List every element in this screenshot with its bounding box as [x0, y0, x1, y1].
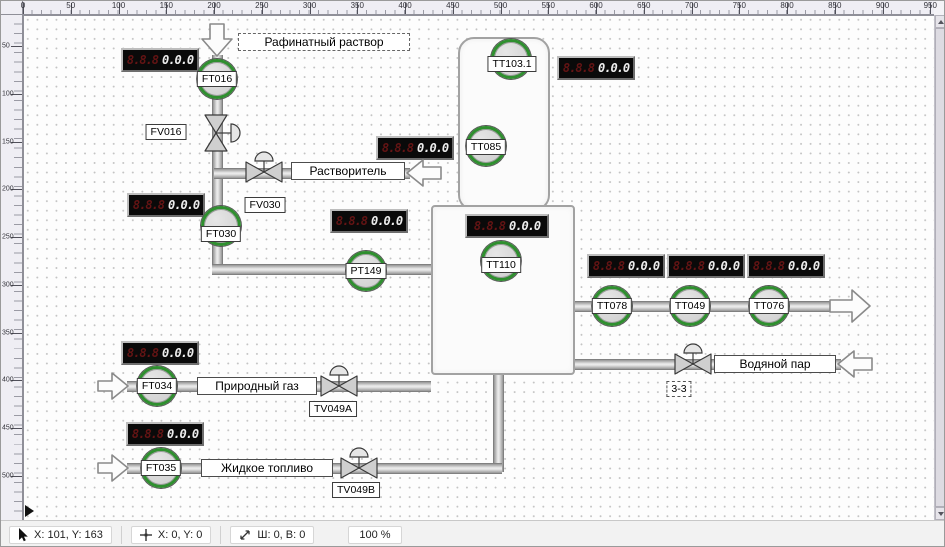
- label-solvent[interactable]: Растворитель: [291, 162, 405, 180]
- resize-icon: [240, 529, 251, 540]
- display-value: 0.0.0: [598, 61, 630, 75]
- tag-tv049a[interactable]: TV049A: [309, 401, 357, 417]
- crosshair-icon: [139, 528, 152, 541]
- pipe-raffinate-vertical[interactable]: [212, 55, 223, 273]
- label-natural-gas[interactable]: Природный газ: [197, 377, 317, 395]
- display-value: 0.0.0: [371, 214, 403, 228]
- tag-ft030[interactable]: FT030: [200, 226, 242, 242]
- cursor-position-text: X: 101, Y: 163: [34, 528, 103, 541]
- display-value: 0.0.0: [162, 53, 194, 67]
- tag-tt103[interactable]: TT103.1: [487, 56, 537, 72]
- chevron-down-icon: [937, 511, 944, 516]
- display-ghost-digits: 8.8.8: [126, 346, 159, 360]
- tag-tt110[interactable]: TT110: [481, 257, 521, 273]
- display-ghost-digits: 8.8.8: [335, 214, 368, 228]
- display-value: 0.0.0: [628, 259, 660, 273]
- tag-ft016[interactable]: FT016: [196, 71, 238, 87]
- display-value: 0.0.0: [167, 427, 199, 441]
- display-ghost-digits: 8.8.8: [126, 53, 159, 67]
- flow-arrow-raffinate-in-icon[interactable]: [201, 23, 233, 57]
- display-value: 0.0.0: [162, 346, 194, 360]
- display-value: 0.0.0: [417, 141, 449, 155]
- display-value: 0.0.0: [509, 219, 541, 233]
- valve-fv030-icon[interactable]: [245, 151, 283, 183]
- display-ghost-digits: 8.8.8: [131, 427, 164, 441]
- cursor-pointer-icon: [19, 527, 28, 541]
- display-ghost-digits: 8.8.8: [381, 141, 414, 155]
- chevron-up-icon: [937, 19, 944, 24]
- ruler-corner: [1, 1, 23, 15]
- flow-arrow-product-out-icon[interactable]: [829, 289, 871, 323]
- tag-tt049[interactable]: TT049: [669, 298, 711, 314]
- tag-fv030[interactable]: FV030: [244, 197, 286, 213]
- display-value: 0.0.0: [168, 198, 200, 212]
- tag-ft034[interactable]: FT034: [136, 378, 178, 394]
- flow-arrow-solvent-in-icon[interactable]: [406, 159, 442, 187]
- display-ghost-digits: 8.8.8: [473, 219, 506, 233]
- tag-tt076[interactable]: TT076: [748, 298, 790, 314]
- tag-tt078[interactable]: TT078: [591, 298, 633, 314]
- valve-tv049a-icon[interactable]: [320, 365, 358, 397]
- flow-arrow-steam-in-icon[interactable]: [837, 350, 873, 378]
- label-liquid-fuel[interactable]: Жидкое топливо: [201, 459, 333, 477]
- tag-steam-valve-33[interactable]: 3-3: [666, 381, 692, 397]
- label-raffinate[interactable]: Рафинатный раствор: [238, 33, 410, 51]
- vertical-scrollbar[interactable]: [934, 15, 944, 520]
- valve-steam-icon[interactable]: [674, 343, 712, 375]
- display-ghost-digits: 8.8.8: [592, 259, 625, 273]
- tag-pt149[interactable]: PT149: [345, 263, 387, 279]
- display-value: 0.0.0: [708, 259, 740, 273]
- display-ghost-digits: 8.8.8: [562, 61, 595, 75]
- flow-arrow-gas-in-icon[interactable]: [97, 372, 129, 400]
- flow-arrow-fuel-in-icon[interactable]: [97, 454, 129, 482]
- valve-tv049b-icon[interactable]: [340, 447, 378, 479]
- statusbar-divider: [220, 525, 222, 544]
- cursor-position-group: X: 101, Y: 163: [9, 525, 112, 544]
- display-ghost-digits: 8.8.8: [752, 259, 785, 273]
- tag-tt085[interactable]: TT085: [465, 139, 507, 155]
- zoom-level: 100 %: [348, 525, 402, 544]
- object-position-text: X: 0, Y: 0: [157, 528, 203, 541]
- label-steam[interactable]: Водяной пар: [714, 355, 836, 373]
- statusbar-divider: [120, 525, 122, 544]
- status-bar: X: 101, Y: 163 X: 0, Y: 0 Ш: 0, В: 0 100…: [1, 520, 944, 546]
- valve-fv016-icon[interactable]: [203, 114, 241, 152]
- scrollbar-thumb[interactable]: [935, 28, 944, 507]
- pipe-vessel-bottom[interactable]: [493, 373, 504, 472]
- tag-ft035[interactable]: FT035: [140, 460, 182, 476]
- object-size-group: Ш: 0, В: 0: [230, 525, 315, 544]
- display-value: 0.0.0: [788, 259, 820, 273]
- tag-tv049b[interactable]: TV049B: [332, 482, 380, 498]
- display-ghost-digits: 8.8.8: [672, 259, 705, 273]
- display-ghost-digits: 8.8.8: [132, 198, 165, 212]
- pipe-feed-to-vessel[interactable]: [212, 264, 432, 275]
- object-size-text: Ш: 0, В: 0: [257, 528, 306, 541]
- scroll-down-button[interactable]: [935, 507, 944, 520]
- scroll-up-button[interactable]: [935, 15, 944, 28]
- scroll-left-marker[interactable]: [25, 505, 34, 517]
- tag-fv016[interactable]: FV016: [145, 124, 187, 140]
- object-position-group: X: 0, Y: 0: [130, 525, 212, 544]
